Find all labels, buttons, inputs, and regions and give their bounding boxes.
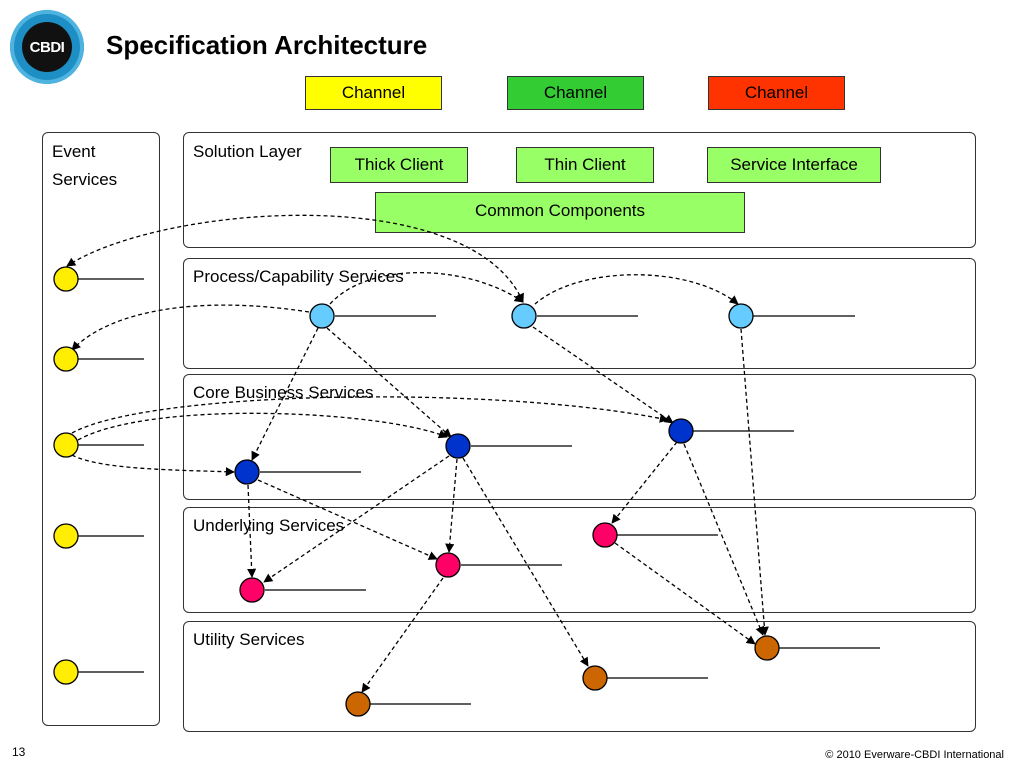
utility-node-2 [582, 665, 608, 691]
core-services-panel [183, 374, 976, 500]
core-node-3 [668, 418, 694, 444]
event-node-3 [53, 432, 79, 458]
page-title: Specification Architecture [106, 30, 428, 60]
event-node-5 [53, 659, 79, 685]
event-node-4 [53, 523, 79, 549]
connector-event3-to-core3 [71, 396, 669, 434]
underlying-node-3 [592, 522, 618, 548]
connector-core2-to-underlying1 [263, 455, 450, 583]
channel-label: Channel [744, 83, 809, 102]
channel-yellow: Channel [305, 76, 442, 110]
event-services-label-line1: Event [52, 142, 96, 161]
utility-services-panel [183, 621, 976, 732]
thin-client-label: Thin Client [544, 155, 626, 174]
channel-label: Channel [543, 83, 608, 102]
core-node-1 [234, 459, 260, 485]
thick-client-label: Thick Client [354, 155, 444, 174]
connector-core3-to-utility3 [683, 443, 765, 636]
connector-underlying3-to-utility3 [614, 542, 756, 645]
process-node-2 [511, 303, 537, 329]
common-components-box: Common Components [375, 192, 745, 233]
underlying-node-2 [435, 552, 461, 578]
connector-core1-to-underlying1 [247, 484, 257, 578]
connector-event3-to-core2 [77, 412, 448, 441]
connector-process3-to-utility3 [740, 328, 769, 636]
channel-green: Channel [507, 76, 644, 110]
underlying-services-label: Underlying Services [193, 516, 345, 535]
logo-badge: CBDI [22, 22, 72, 72]
thin-client-box: Thin Client [516, 147, 654, 183]
channel-red: Channel [708, 76, 845, 110]
event-services-panel [42, 132, 160, 726]
utility-services-label: Utility Services [193, 630, 305, 649]
solution-layer-label: Solution Layer [193, 142, 302, 161]
connector-process2-to-process3 [534, 274, 739, 305]
underlying-node-1 [239, 577, 265, 603]
thick-client-box: Thick Client [330, 147, 468, 183]
core-node-2 [445, 433, 471, 459]
connector-core3-to-underlying3 [611, 441, 678, 524]
utility-node-3 [754, 635, 780, 661]
process-node-1 [309, 303, 335, 329]
cbdi-logo: CBDI [10, 10, 84, 84]
underlying-services-panel [183, 507, 976, 613]
service-interface-box: Service Interface [707, 147, 881, 183]
utility-node-1 [345, 691, 371, 717]
connector-process1-to-event2 [71, 304, 310, 351]
logo-text: CBDI [29, 38, 65, 56]
copyright-notice: © 2010 Everware-CBDI International [825, 749, 1004, 761]
connector-core1-to-underlying2 [257, 479, 438, 560]
connector-process2-to-core3 [532, 326, 674, 424]
connector-process1-to-core2 [326, 327, 452, 438]
connector-core2-to-underlying2 [445, 458, 458, 553]
page-number: 13 [12, 745, 26, 759]
connector-underlying2-to-utility1 [361, 577, 444, 693]
service-interface-label: Service Interface [730, 155, 858, 174]
channel-label: Channel [341, 83, 406, 102]
connector-event3-to-core1 [71, 454, 235, 477]
event-node-2 [53, 346, 79, 372]
event-services-label-line2: Services [52, 170, 118, 189]
connector-thinclient-to-event1 [66, 214, 524, 303]
connector-core2-to-utility2 [462, 457, 589, 667]
connector-process1-to-core1 [251, 327, 319, 461]
event-node-1 [53, 266, 79, 292]
process-node-3 [728, 303, 754, 329]
common-components-label: Common Components [474, 201, 646, 220]
connector-process1-to-process2 [329, 272, 524, 305]
